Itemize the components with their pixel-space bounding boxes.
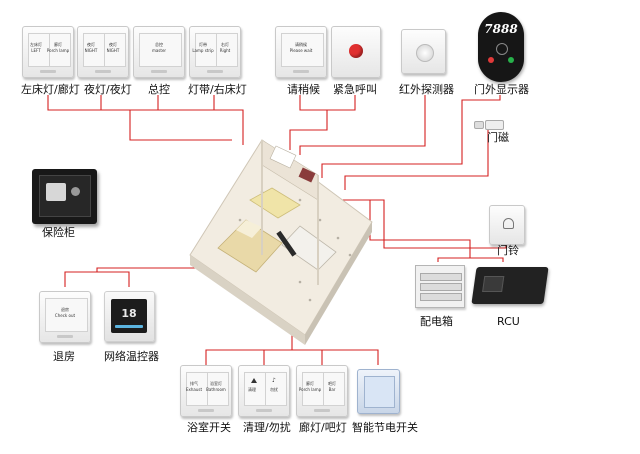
label-master-control: 总控 — [148, 83, 170, 96]
wire-door-magnet — [344, 128, 489, 190]
plate-label: 左床灯 — [30, 42, 42, 47]
wire-to-room-left — [129, 110, 232, 141]
plate-label-en: NIGHT — [84, 48, 98, 53]
red-indicator-icon — [488, 57, 494, 63]
label-checkout: 退房 — [53, 350, 75, 363]
bathroom-switch: 排气 Exhaust 浴室灯 Bathroom — [180, 365, 232, 417]
label-rcu: RCU — [497, 315, 520, 328]
plate-label: 排气 — [190, 381, 198, 386]
keypad-icon — [46, 183, 66, 201]
wire-infrared — [299, 95, 426, 155]
label-network-thermostat: 网络温控器 — [104, 350, 159, 363]
plate-label: 勿扰 — [270, 387, 278, 392]
plate-label: 灯带 — [199, 42, 207, 47]
wire-door-display — [321, 95, 501, 178]
night-light-switch: 夜灯 NIGHT 夜灯 NIGHT — [77, 26, 129, 78]
label-night-light: 夜灯/夜灯 — [84, 83, 132, 96]
plate-label-en: master — [151, 48, 167, 53]
clean-dnd-switch: ♪ 清理 勿扰 — [238, 365, 290, 417]
plate-label: 浴室灯 — [210, 381, 222, 386]
distribution-box — [415, 265, 465, 308]
rcu-unit — [471, 267, 549, 304]
plate-label: 廊灯 — [306, 381, 314, 386]
plate-label: 总控 — [155, 42, 163, 47]
plate-label-en: LEFT — [31, 48, 41, 53]
emergency-call-button — [331, 26, 381, 78]
plate-label-en: NIGHT — [106, 48, 120, 53]
clean-icon — [251, 378, 257, 383]
label-energy-saving-switch: 智能节电开关 — [352, 421, 418, 434]
plate-label: 右灯 — [221, 42, 229, 47]
strip-right-bed-switch: 灯带 Lamp strip 右灯 Right — [189, 26, 241, 78]
plate-label-en: Right — [219, 48, 231, 53]
label-left-bed-corridor: 左床灯/廊灯 — [21, 83, 80, 96]
green-indicator-icon — [508, 57, 514, 63]
plate-label-en: Porch lamp — [298, 387, 322, 392]
label-corridor-bar: 廊灯/吧灯 — [299, 421, 347, 434]
safe-knob-icon — [71, 187, 80, 196]
safe-box — [32, 169, 97, 224]
left-bed-corridor-switch: 左床灯 LEFT 廊灯 Porch lamp — [22, 26, 74, 78]
tv-icon — [276, 230, 297, 257]
plate-label-en: Check out — [54, 313, 76, 318]
door-number: 7888 — [484, 22, 518, 36]
plate-label: 吧灯 — [328, 381, 336, 386]
doorbell-ring-icon — [496, 43, 508, 55]
plate-label-en: Exhaust — [185, 387, 203, 392]
network-thermostat: 18 — [104, 291, 155, 342]
room-right-wall — [305, 222, 372, 345]
plate-label: 清理 — [248, 387, 256, 392]
checkout-switch: 退房 Check out — [39, 291, 91, 343]
door-display: 7888 — [478, 12, 524, 82]
plate-label-en: Please wait — [289, 48, 313, 53]
infrared-sensor-icon — [416, 44, 434, 62]
plate-label: 请稍候 — [295, 42, 307, 47]
plate-label: 退房 — [61, 307, 69, 312]
bell-icon — [503, 218, 514, 229]
label-infrared-detector: 红外探测器 — [399, 83, 454, 96]
key-card-slot-icon — [364, 376, 395, 408]
plate-label: 夜灯 — [109, 42, 117, 47]
plate-label-en: Porch lamp — [46, 48, 70, 53]
label-please-wait: 请稍候 — [287, 83, 320, 96]
energy-saving-switch — [357, 369, 400, 414]
room-front-wall — [190, 255, 305, 345]
please-wait-switch: 请稍候 Please wait — [275, 26, 327, 78]
master-control-switch: 总控 master — [133, 26, 185, 78]
thermostat-display: 18 — [121, 307, 137, 320]
label-doorbell: 门铃 — [497, 244, 519, 257]
label-strip-right-bed: 灯带/右床灯 — [188, 83, 247, 96]
plate-label-en: Lamp strip — [192, 48, 214, 53]
corridor-bar-switch: 廊灯 Porch lamp 吧灯 Bar — [296, 365, 348, 417]
emergency-button-icon — [349, 44, 363, 58]
label-door-display: 门外显示器 — [474, 83, 529, 96]
connector-wires — [47, 95, 507, 365]
wire-top-left-switches — [47, 95, 244, 145]
dnd-icon: ♪ — [272, 377, 276, 384]
plate-label: 廊灯 — [54, 42, 62, 47]
desk-icon — [281, 225, 337, 271]
label-safe: 保险柜 — [42, 226, 75, 239]
plate-label-en: Bathroom — [206, 387, 226, 392]
plate-label-en: Bar — [328, 387, 336, 392]
plate-label: 夜灯 — [87, 42, 95, 47]
label-door-magnet: 门磁 — [487, 131, 509, 144]
label-emergency-call: 紧急呼叫 — [333, 83, 377, 96]
label-clean-dnd: 清理/勿扰 — [243, 421, 291, 434]
door-magnet-icon — [474, 120, 504, 130]
label-distribution-box: 配电箱 — [420, 315, 453, 328]
label-bathroom-switch: 浴室开关 — [187, 421, 231, 434]
doorbell-button — [489, 205, 525, 245]
infrared-detector — [401, 29, 446, 74]
